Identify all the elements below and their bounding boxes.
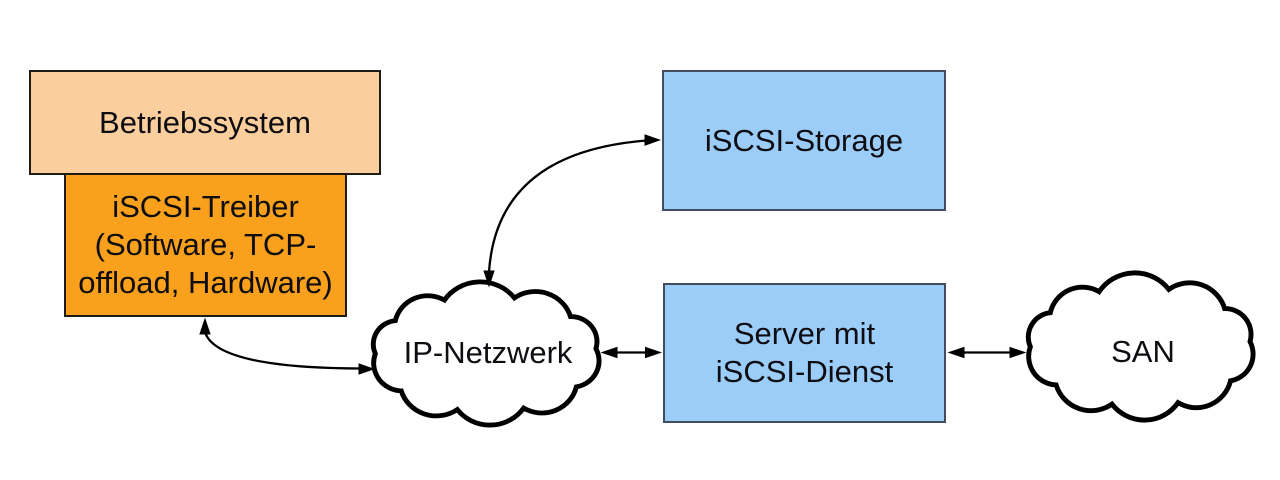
- node-server-label-line1: Server mit: [733, 316, 876, 351]
- node-iscsi-treiber-label-line2: (Software, TCP-: [94, 227, 317, 262]
- node-iscsi-treiber: iSCSI-Treiber (Software, TCP- offload, H…: [64, 175, 347, 317]
- arrowhead-right-icon: [358, 363, 375, 375]
- node-server-label-line2: iSCSI-Dienst: [715, 354, 894, 389]
- edge-ip-server-arrow: [600, 346, 662, 359]
- edge-ip-storage-arrow: [483, 134, 661, 288]
- node-iscsi-storage: iSCSI-Storage: [662, 70, 946, 211]
- node-ip-netzwerk-label: IP-Netzwerk: [403, 335, 573, 370]
- ip-cloud-shape: [370, 279, 602, 428]
- edge-driver-ip-arrow: [199, 317, 375, 375]
- node-iscsi-storage-label: iSCSI-Storage: [704, 122, 904, 158]
- node-san-label: SAN: [1111, 334, 1175, 369]
- arrowhead-right-icon: [645, 346, 662, 359]
- arrowhead-left-icon: [947, 346, 965, 359]
- edge-server-san-arrow: [947, 346, 1027, 359]
- arrowhead-left-icon: [600, 346, 618, 359]
- node-iscsi-treiber-label-line1: iSCSI-Treiber: [112, 189, 299, 224]
- arrowhead-right-icon: [1009, 346, 1027, 359]
- node-server-iscsi-dienst: Server mit iSCSI-Dienst: [663, 283, 946, 423]
- arrowhead-right-icon: [644, 134, 661, 146]
- node-betriebssystem-label: Betriebssystem: [99, 104, 311, 140]
- node-betriebssystem: Betriebssystem: [29, 70, 381, 175]
- node-iscsi-treiber-label-line3: offload, Hardware): [78, 265, 333, 300]
- arrowhead-down-icon: [483, 270, 495, 288]
- arrowhead-up-icon: [199, 317, 211, 335]
- san-cloud-shape: [1025, 270, 1256, 423]
